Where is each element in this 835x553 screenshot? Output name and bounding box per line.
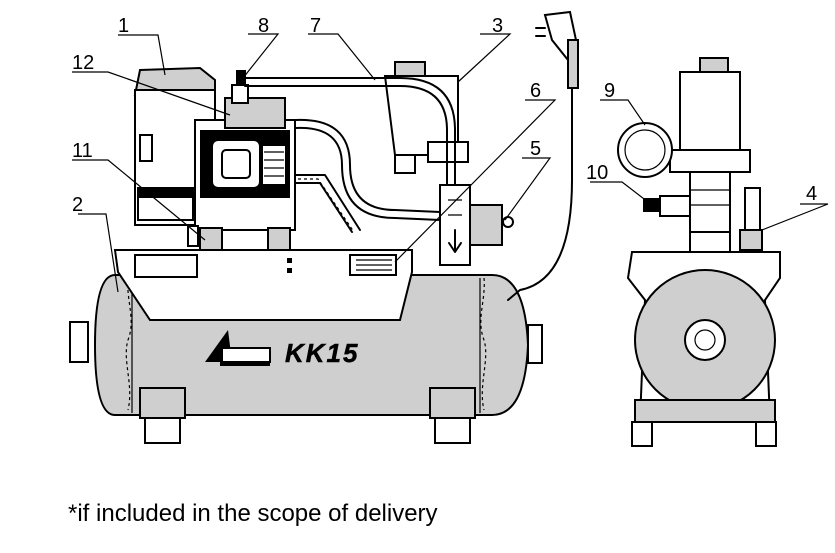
brand-mark: KK15 <box>285 338 359 368</box>
power-cord <box>507 10 579 301</box>
callout-10: 10 <box>586 162 608 184</box>
callout-8: 8 <box>258 15 269 37</box>
base-plate <box>113 249 413 321</box>
callout-4: 4 <box>806 183 817 205</box>
front-view: KK15 <box>69 10 579 444</box>
footnote: *if included in the scope of delivery <box>68 500 438 527</box>
tank-feet <box>139 387 476 444</box>
callout-labels: 1 2 3 4 5 6 7 8 9 10 11 12 <box>72 15 817 216</box>
callout-9: 9 <box>604 80 615 102</box>
callout-6: 6 <box>530 80 541 102</box>
check-valve-unit <box>439 184 514 266</box>
leader-lines <box>72 33 557 293</box>
callout-11: 11 <box>72 140 93 162</box>
compressor-head <box>194 70 296 231</box>
callout-3: 3 <box>492 15 503 37</box>
callout-7: 7 <box>310 15 321 37</box>
compressor-diagram: KK15 <box>69 10 829 447</box>
callout-1: 1 <box>118 15 129 37</box>
callout-2: 2 <box>72 194 83 216</box>
logo <box>205 330 271 366</box>
side-view <box>590 57 829 447</box>
mounts <box>187 225 291 251</box>
pipes <box>244 77 456 233</box>
callout-5: 5 <box>530 138 541 160</box>
callout-12: 12 <box>72 52 94 74</box>
